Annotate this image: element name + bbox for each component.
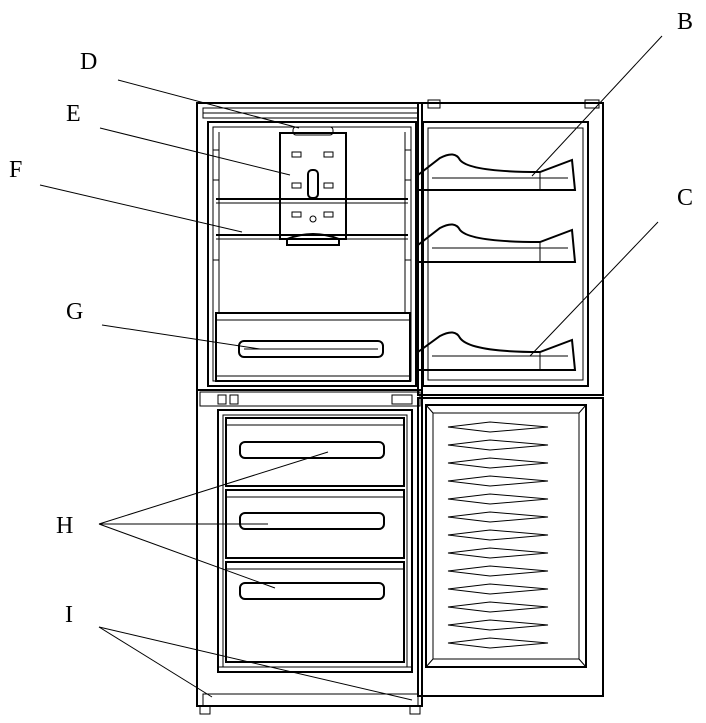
- leader-lines: [39, 35, 663, 701]
- callout-h: H: [56, 513, 73, 539]
- glass-shelf-upper: [216, 198, 408, 204]
- cabinet: [196, 102, 423, 715]
- callout-d: D: [80, 49, 97, 75]
- freezer-drawer-top: [225, 417, 405, 487]
- leader-line-c: [529, 221, 659, 357]
- crisper-drawer: [215, 312, 411, 382]
- callout-f: F: [9, 157, 22, 183]
- leader-line-e: [99, 127, 291, 176]
- leader-line-d: [117, 79, 300, 129]
- freezer-door: [417, 397, 604, 697]
- door-balcony-middle: [417, 223, 577, 263]
- fan-light-housing: [279, 126, 347, 246]
- callout-i: I: [65, 602, 73, 628]
- callout-e: E: [66, 101, 81, 127]
- freezer-drawer-bottom: [225, 561, 405, 663]
- leader-line-h3: [98, 523, 276, 589]
- callout-c: C: [677, 185, 693, 211]
- door-bottle-balcony: [417, 331, 577, 371]
- callout-g: G: [66, 299, 83, 325]
- freezer-door-liner-ribs: [447, 421, 549, 649]
- leader-line-g: [101, 324, 261, 350]
- glass-shelf-lower: [216, 234, 408, 240]
- control-knobs: [217, 394, 413, 405]
- freezer-compartment: [217, 409, 413, 673]
- leader-line-h1: [98, 451, 329, 525]
- leader-line-i1: [98, 626, 213, 698]
- leader-line-f: [39, 184, 243, 233]
- leader-line-b: [531, 35, 663, 177]
- leader-line-i2: [98, 626, 413, 701]
- door-balcony-upper: [417, 153, 577, 191]
- callout-b: B: [677, 9, 693, 35]
